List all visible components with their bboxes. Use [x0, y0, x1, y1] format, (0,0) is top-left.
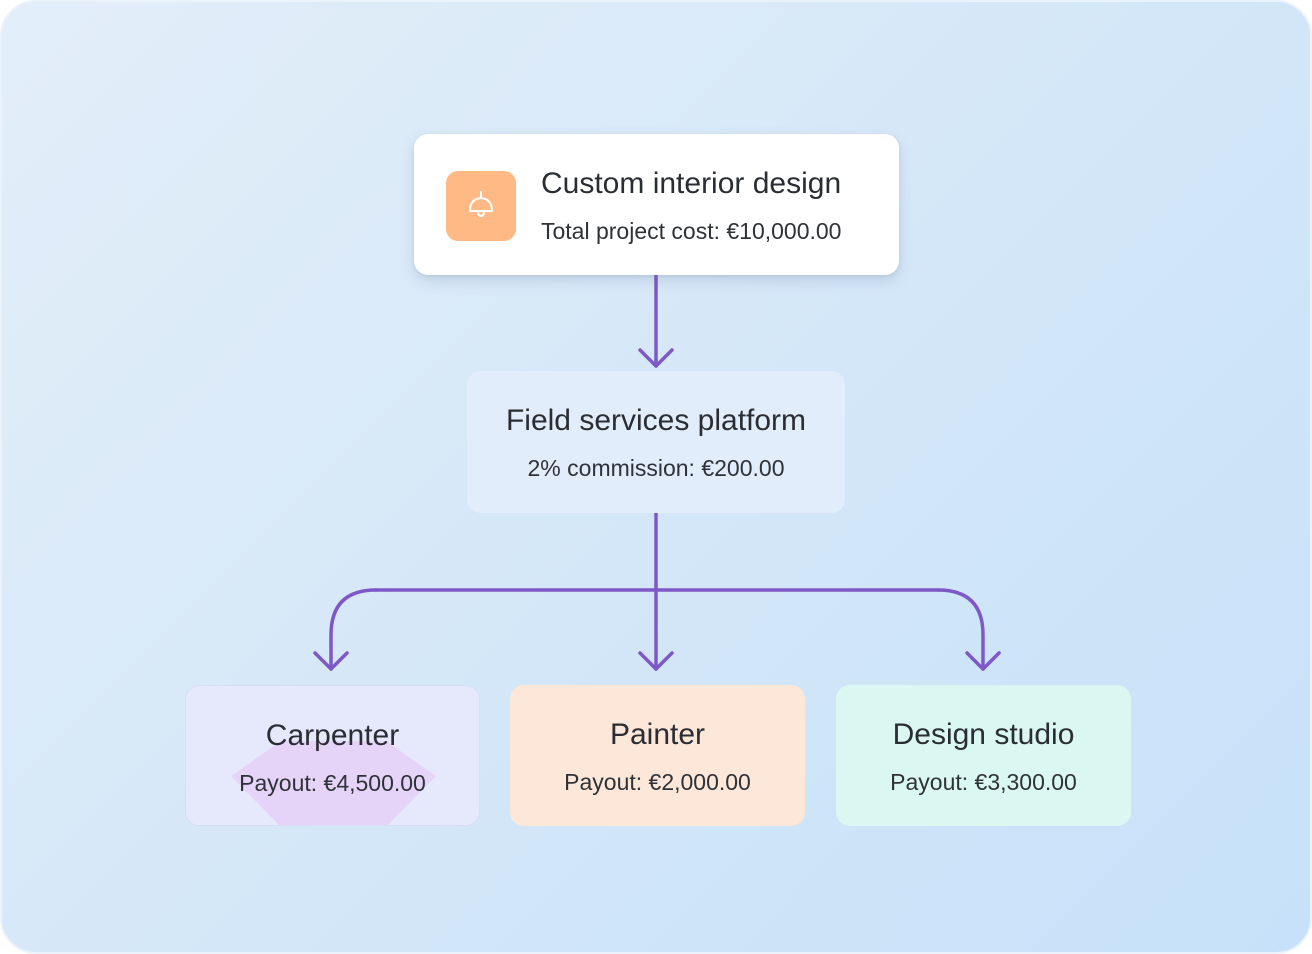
arrowhead-painter — [638, 651, 674, 671]
project-total-cost: Total project cost: €10,000.00 — [541, 218, 842, 244]
carpenter-title: Carpenter — [265, 719, 400, 752]
arrowhead-carpenter — [313, 651, 349, 671]
design-studio-payout: Payout: €3,300.00 — [890, 769, 1077, 795]
painter-payout: Payout: €2,000.00 — [564, 769, 751, 795]
ceiling-lamp-icon — [469, 191, 493, 217]
carpenter-payout: Payout: €4,500.00 — [239, 770, 426, 796]
painter-title: Painter — [609, 718, 706, 751]
connector-branch-left — [329, 588, 378, 671]
platform-title: Field services platform — [505, 404, 807, 437]
project-title: Custom interior design — [541, 167, 842, 200]
connector-branch-right — [936, 588, 985, 671]
chevron-decoration — [231, 741, 436, 825]
arrowhead-platform — [638, 348, 674, 368]
platform-commission: 2% commission: €200.00 — [527, 455, 785, 481]
project-card: Custom interior design Total project cos… — [414, 134, 899, 275]
design-studio-title: Design studio — [892, 718, 1075, 751]
design-studio-card: Design studio Payout: €3,300.00 — [836, 685, 1131, 826]
painter-card: Painter Payout: €2,000.00 — [510, 685, 805, 826]
arrowhead-design-studio — [965, 651, 1001, 671]
project-icon-tile — [446, 171, 516, 241]
carpenter-card: Carpenter Payout: €4,500.00 — [185, 685, 480, 826]
platform-card: Field services platform 2% commission: €… — [467, 371, 845, 513]
